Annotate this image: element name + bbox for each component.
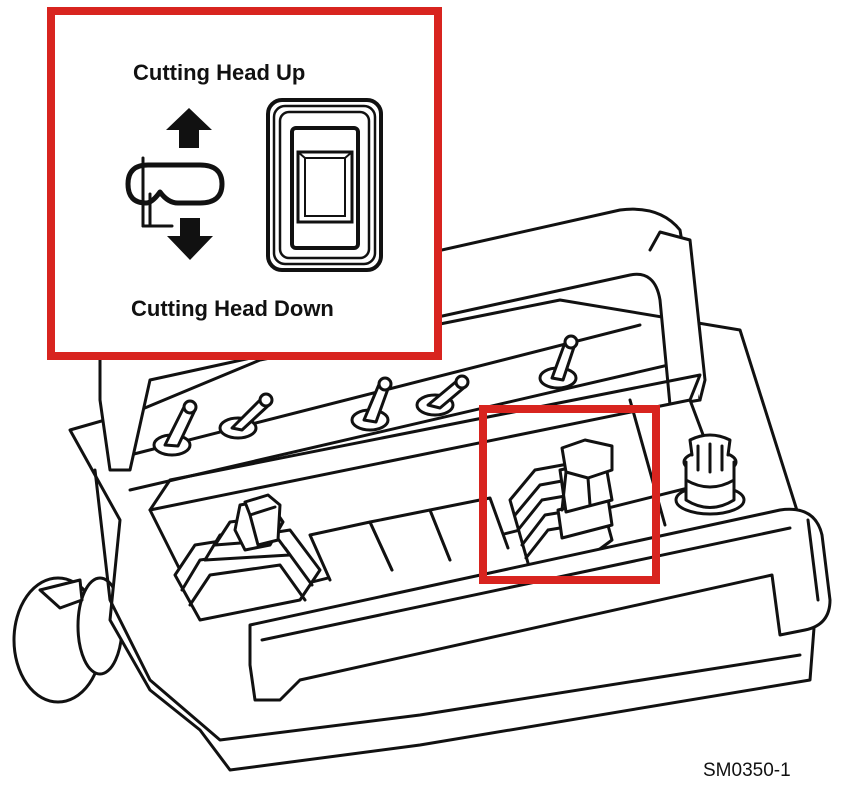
toggle-switch bbox=[218, 392, 274, 440]
cutting-head-up-label: Cutting Head Up bbox=[133, 60, 306, 85]
toggle-switch bbox=[415, 374, 470, 417]
side-knob bbox=[12, 576, 124, 704]
arrow-down-icon bbox=[167, 218, 213, 260]
cutting-head-down-label: Cutting Head Down bbox=[131, 296, 334, 321]
toggle-switch bbox=[538, 334, 579, 390]
joystick-left bbox=[173, 493, 322, 622]
figure-id-label: SM0350-1 bbox=[703, 760, 791, 781]
toggle-switch bbox=[350, 376, 393, 432]
joystick-highlight-box bbox=[479, 405, 660, 584]
arrow-up-icon bbox=[166, 108, 212, 148]
rocker-switch-icon bbox=[266, 98, 383, 272]
rotary-knob bbox=[674, 433, 746, 516]
toggle-switch bbox=[152, 399, 198, 457]
cutting-head-symbol-icon bbox=[125, 156, 225, 228]
